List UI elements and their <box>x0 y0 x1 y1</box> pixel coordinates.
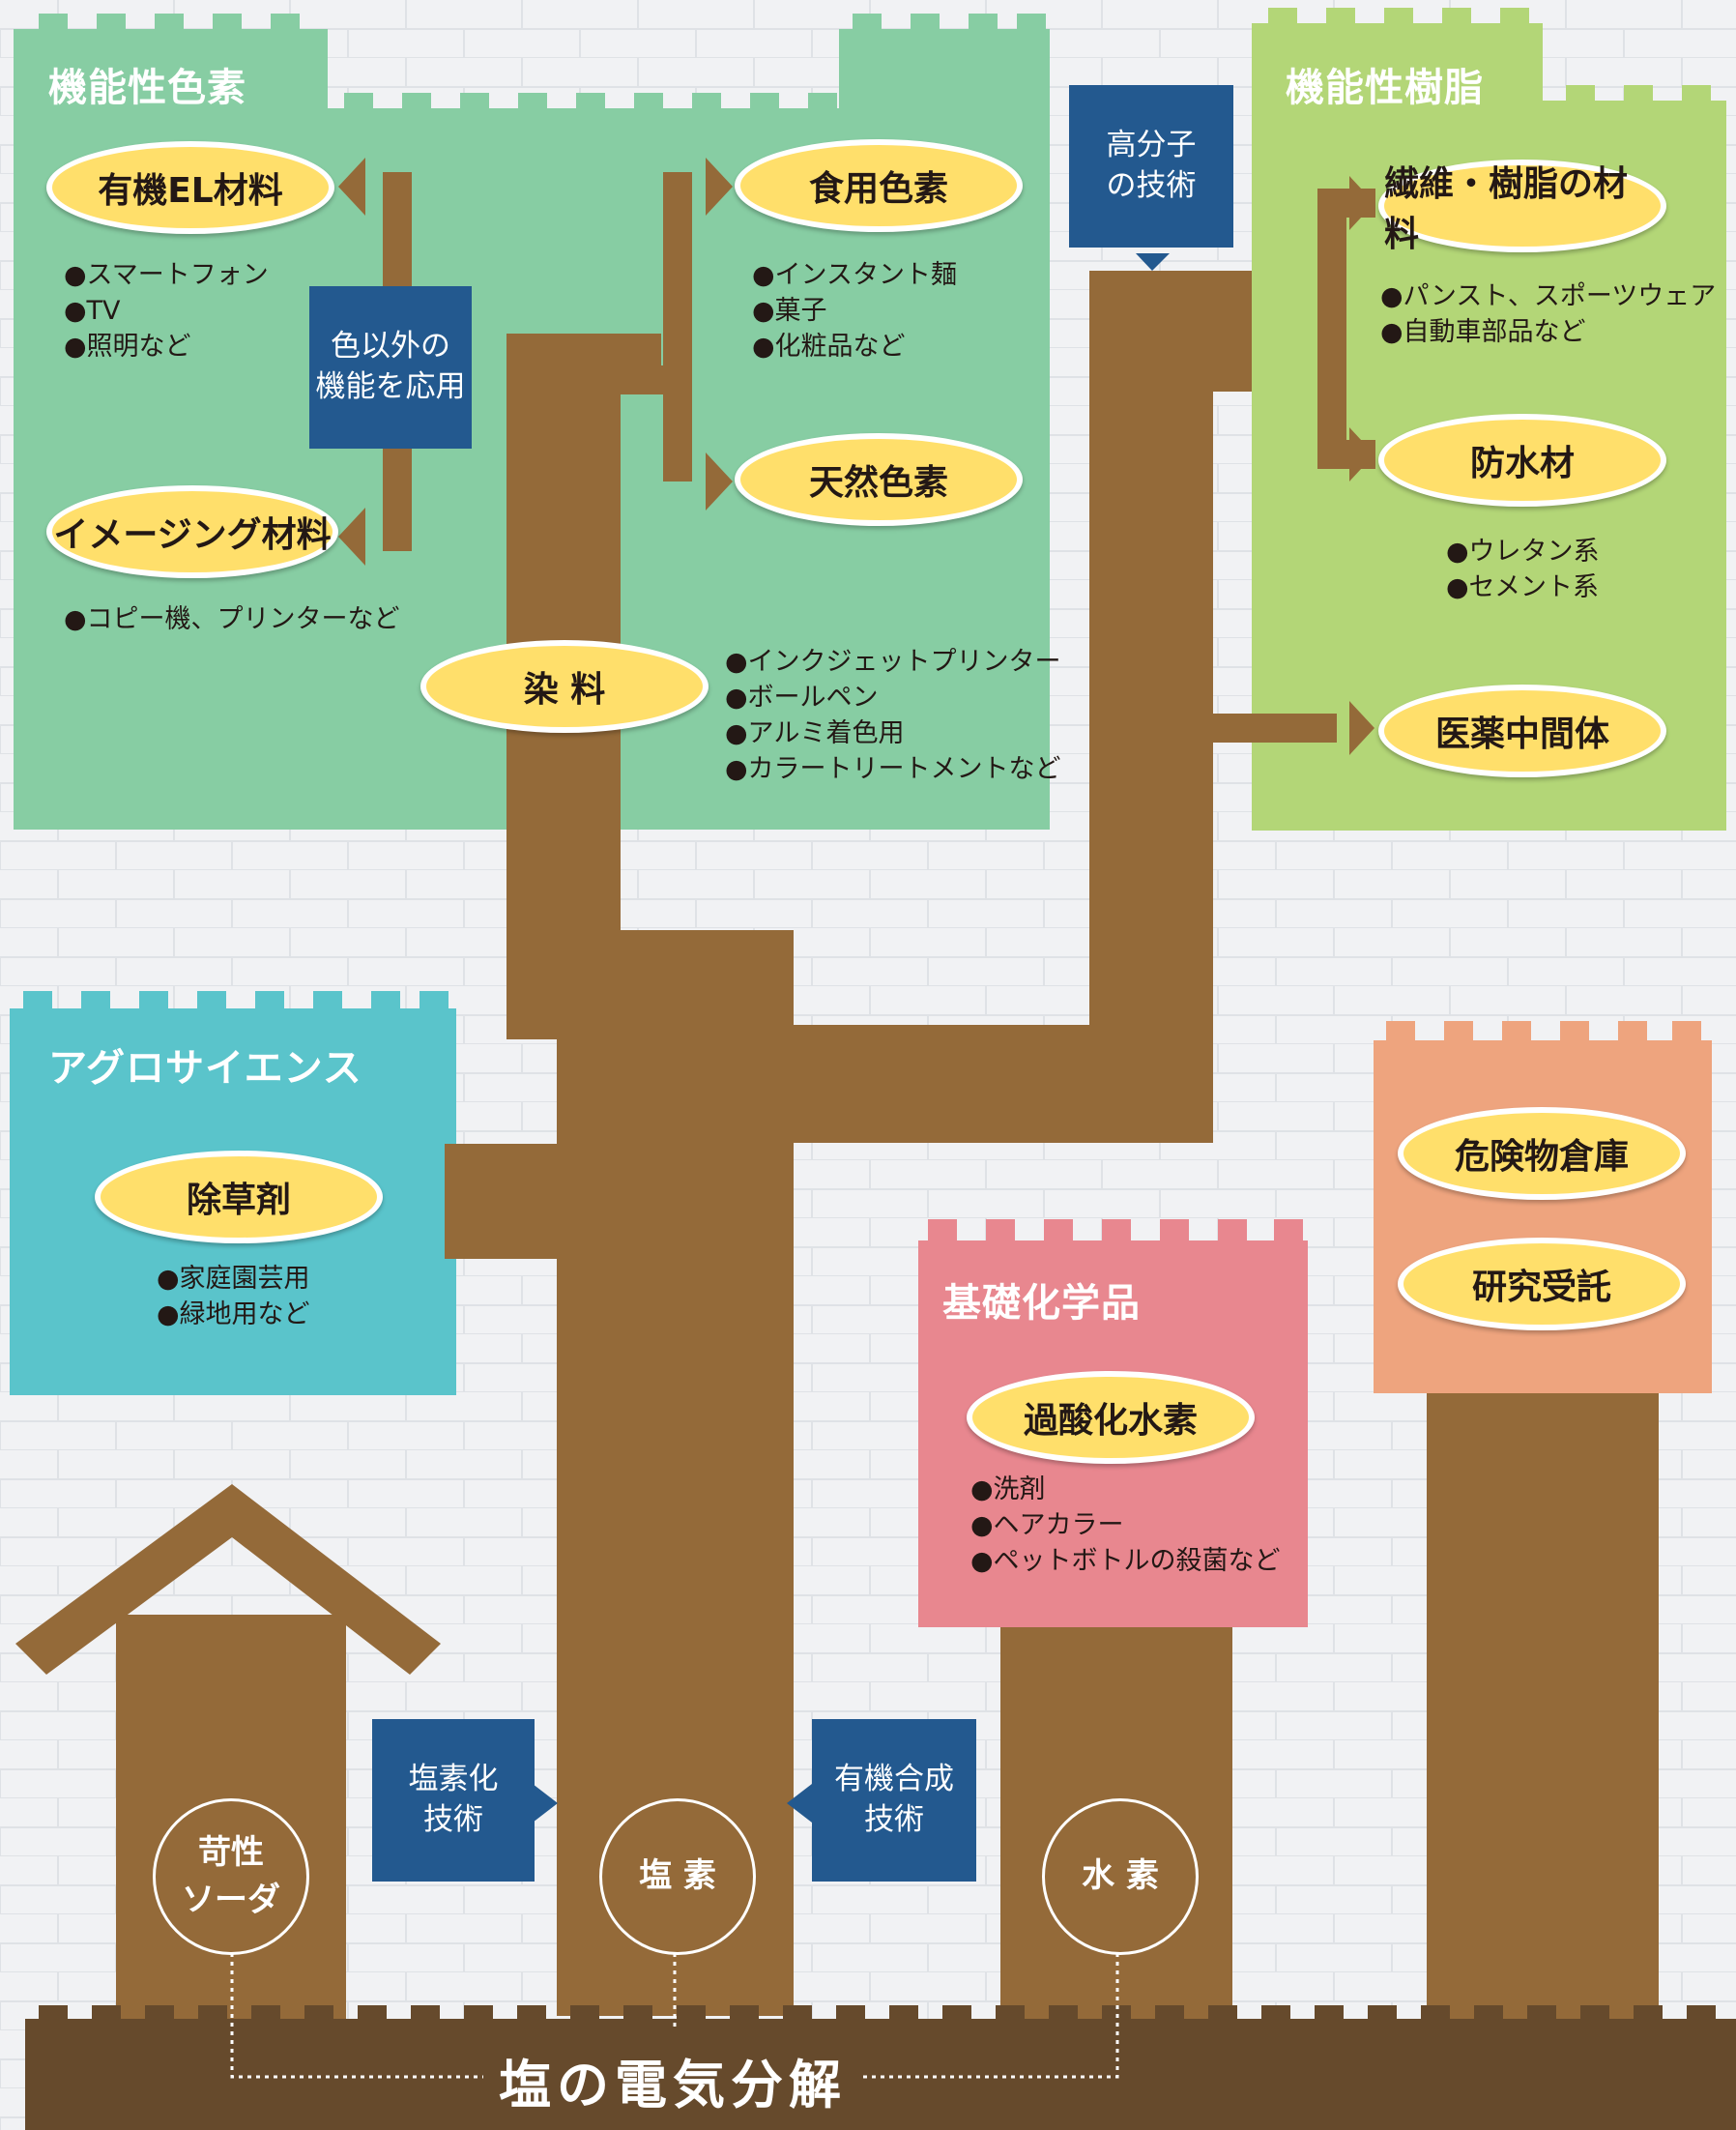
root-line: 苛性 <box>198 1832 264 1872</box>
root-hydrogen: 水 素 <box>1042 1798 1199 1955</box>
list-fiber-resin: ●パンスト、スポーツウェア ●自動車部品など <box>1380 278 1716 350</box>
list-item: ●セメント系 <box>1446 572 1600 602</box>
list-hydrogen-peroxide: ●洗剤 ●ヘアカラー ●ペットボトルの殺菌など <box>970 1472 1281 1579</box>
label-polymer-tech: 高分子 の技術 <box>1069 85 1233 248</box>
label-line: 塩素化 <box>408 1762 499 1797</box>
label-chlorination-tech: 塩素化 技術 <box>372 1719 535 1882</box>
pill-hydrogen-peroxide: 過酸化水素 <box>967 1371 1255 1464</box>
section-title-functional-resins: 機能性樹脂 <box>1286 66 1484 110</box>
section-title-agroscience: アグロサイエンス <box>48 1046 362 1091</box>
list-item: ●ボールペン <box>725 683 879 713</box>
list-item: ●TV <box>64 296 121 326</box>
label-line: 有機合成 <box>834 1762 954 1797</box>
list-item: ●ヘアカラー <box>970 1510 1124 1540</box>
section-title-functional-dyes: 機能性色素 <box>48 66 246 110</box>
list-dye: ●インクジェットプリンター ●ボールペン ●アルミ着色用 ●カラートリートメント… <box>725 644 1061 787</box>
label-line: 技術 <box>864 1802 924 1837</box>
pill-fiber-resin: 繊維・樹脂の材料 <box>1378 160 1666 254</box>
list-item: ●アルミ着色用 <box>725 718 905 748</box>
list-herbicide: ●家庭園芸用 ●緑地用など <box>157 1261 310 1332</box>
section-title-basic-chemicals: 基礎化学品 <box>942 1281 1141 1326</box>
list-item: ●スマートフォン <box>64 260 269 290</box>
label-pointers <box>533 253 1170 1823</box>
base-bar <box>25 2005 1736 2130</box>
list-item: ●インスタント麺 <box>752 260 958 290</box>
list-item: ●家庭園芸用 <box>157 1264 310 1294</box>
pill-contract-research: 研究受託 <box>1398 1238 1686 1330</box>
list-item: ●インクジェットプリンター <box>725 647 1061 677</box>
pill-pharma: 医薬中間体 <box>1378 685 1666 777</box>
label-line: 技術 <box>423 1802 483 1837</box>
list-imaging: ●コピー機、プリンターなど <box>64 601 400 637</box>
pill-hazmat: 危険物倉庫 <box>1398 1107 1686 1200</box>
pill-dye: 染 料 <box>420 640 709 733</box>
list-item: ●化粧品など <box>752 332 906 362</box>
list-item: ●パンスト、スポーツウェア <box>1380 281 1717 311</box>
root-caustic-soda: 苛性 ソーダ <box>153 1798 309 1955</box>
list-organic-el: ●スマートフォン ●TV ●照明など <box>64 257 269 365</box>
label-organic-synthesis-tech: 有機合成 技術 <box>812 1719 976 1882</box>
list-item: ●ペットボトルの殺菌など <box>970 1546 1281 1576</box>
label-line: の技術 <box>1106 168 1197 203</box>
list-item: ●コピー機、プリンターなど <box>64 604 400 634</box>
pill-imaging: イメージング材料 <box>46 485 338 578</box>
list-item: ●照明など <box>64 332 191 362</box>
label-line: 高分子 <box>1106 128 1197 163</box>
root-chlorine: 塩 素 <box>599 1798 756 1955</box>
list-waterproof: ●ウレタン系 ●セメント系 <box>1446 534 1600 605</box>
list-item: ●自動車部品など <box>1380 317 1586 347</box>
pill-herbicide: 除草剤 <box>95 1151 383 1243</box>
pill-waterproof: 防水材 <box>1378 414 1666 507</box>
list-food-color: ●インスタント麺 ●菓子 ●化粧品など <box>752 257 957 365</box>
list-item: ●カラートリートメントなど <box>725 754 1061 784</box>
dotted-connectors <box>230 1953 1119 2079</box>
list-item: ●菓子 <box>752 296 827 326</box>
base-title: 塩の電気分解 <box>485 2042 860 2118</box>
orange-block <box>1374 1021 1712 1393</box>
root-line: ソーダ <box>182 1881 280 1919</box>
pill-food-color: 食用色素 <box>735 139 1023 232</box>
pill-organic-el: 有機EL材料 <box>46 141 334 234</box>
pill-natural-color: 天然色素 <box>735 433 1023 526</box>
label-line: 色以外の <box>331 329 450 365</box>
arrowheads <box>338 158 1374 755</box>
label-line: 機能を応用 <box>315 369 466 404</box>
list-item: ●緑地用など <box>157 1299 310 1329</box>
list-item: ●ウレタン系 <box>1446 537 1600 567</box>
label-non-color-function: 色以外の 機能を応用 <box>309 286 472 449</box>
list-item: ●洗剤 <box>970 1474 1046 1504</box>
